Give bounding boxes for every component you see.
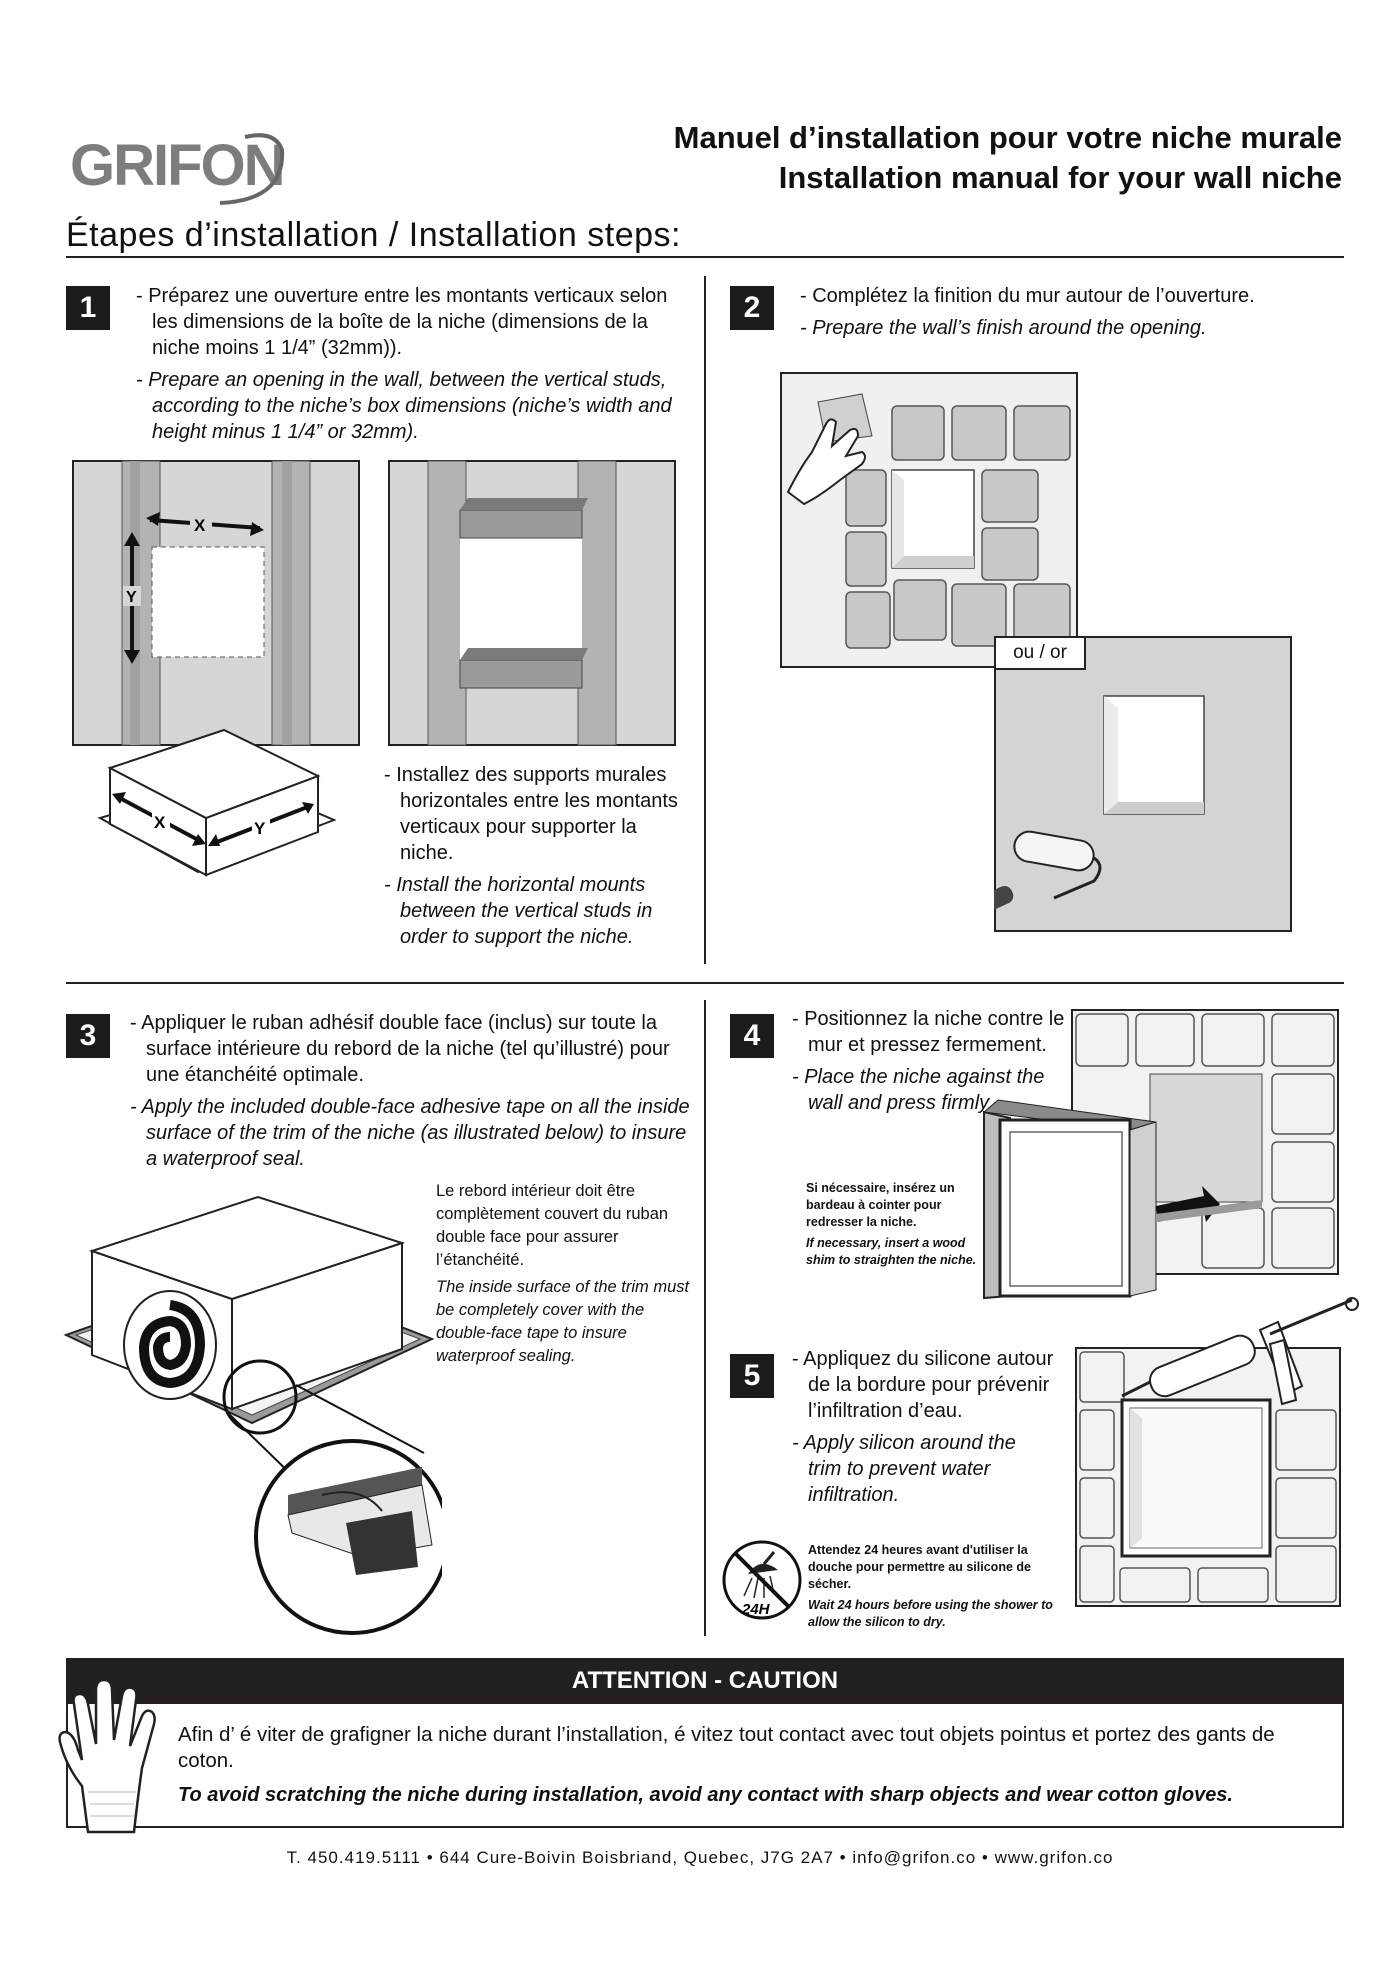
step-5-text: - Appliquez du silicone autour de la bor… bbox=[792, 1346, 1054, 1514]
step-1-fr: - Préparez une ouverture entre les monta… bbox=[136, 285, 668, 359]
title-fr: Manuel d’installation pour votre niche m… bbox=[673, 120, 1342, 155]
step-3-fr: - Appliquer le ruban adhésif double face… bbox=[130, 1012, 670, 1086]
step-1-mounts-illustration bbox=[388, 460, 676, 746]
step-5-note-fr: Attendez 24 heures avant d'utiliser la d… bbox=[808, 1543, 1031, 1591]
caution-box bbox=[66, 1704, 1344, 1828]
title-en: Installation manual for your wall niche bbox=[778, 160, 1342, 195]
step-4-note-fr: Si nécessaire, insérez un bardeau à coin… bbox=[806, 1181, 955, 1229]
step-5-silicone-illustration bbox=[1075, 1297, 1359, 1607]
caulk-gun-icon bbox=[1121, 1297, 1359, 1406]
step-1-mounts-fr: - Installez des supports murales horizon… bbox=[384, 764, 678, 864]
step-2-text: - Complétez la finition du mur autour de… bbox=[800, 283, 1340, 347]
step-2-en: - Prepare the wall’s finish around the o… bbox=[800, 317, 1207, 339]
no-shower-badge-text: 24H bbox=[741, 1601, 771, 1618]
step-3-text: - Appliquer le ruban adhésif double face… bbox=[130, 1010, 696, 1178]
hand-icon bbox=[786, 393, 873, 506]
step-1-opening-illustration: X Y bbox=[72, 460, 360, 746]
step-2-tile-illustration bbox=[780, 372, 1078, 668]
step-1-en: - Prepare an opening in the wall, betwee… bbox=[136, 369, 672, 443]
step-3-note: Le rebord intérieur doit être complèteme… bbox=[436, 1180, 698, 1368]
step-4-note: Si nécessaire, insérez un bardeau à coin… bbox=[806, 1180, 996, 1269]
step-3-note-en: The inside surface of the trim must be c… bbox=[436, 1278, 690, 1365]
logo-swoosh bbox=[219, 133, 285, 205]
brand-logo: GRIFON bbox=[70, 125, 300, 210]
paint-roller-icon bbox=[994, 830, 1102, 919]
step-1-dim-x-label: X bbox=[194, 516, 206, 535]
step-2-or-label: ou / or bbox=[994, 636, 1086, 670]
step-5-note-en: Wait 24 hours before using the shower to… bbox=[808, 1598, 1053, 1629]
step-1-box-dim-x: X bbox=[154, 813, 166, 832]
step-3-number: 3 bbox=[66, 1014, 110, 1058]
caution-fr: Afin d’ é viter de grafigner la niche du… bbox=[178, 1723, 1275, 1772]
step-5-note: Attendez 24 heures avant d'utiliser la d… bbox=[808, 1542, 1056, 1631]
step-5-number: 5 bbox=[730, 1354, 774, 1398]
section-title: Étapes d’installation / Installation ste… bbox=[66, 216, 681, 254]
step-4-fr: - Positionnez la niche contre le mur et … bbox=[792, 1008, 1065, 1056]
step-1-text: - Préparez une ouverture entre les monta… bbox=[136, 283, 696, 451]
no-shower-icon: 24H bbox=[722, 1540, 802, 1620]
column-divider-top bbox=[704, 276, 706, 964]
step-4-note-en: If necessary, insert a wood shim to stra… bbox=[806, 1236, 977, 1267]
row-divider bbox=[66, 982, 1344, 984]
column-divider-bottom bbox=[704, 1000, 706, 1636]
header-titles: Manuel d’installation pour votre niche m… bbox=[674, 118, 1342, 198]
step-2-number: 2 bbox=[730, 286, 774, 330]
tape-roll-icon bbox=[123, 1290, 217, 1400]
step-1-number: 1 bbox=[66, 286, 110, 330]
step-2-fr: - Complétez la finition du mur autour de… bbox=[800, 285, 1255, 307]
step-1-mounts-text: - Installez des supports murales horizon… bbox=[384, 762, 694, 956]
step-5-fr: - Appliquez du silicone autour de la bor… bbox=[792, 1348, 1054, 1422]
step-4-en: - Place the niche against the wall and p… bbox=[792, 1066, 1045, 1114]
footer-contact: T. 450.419.5111 • 644 Cure-Boivin Boisbr… bbox=[286, 1848, 1114, 1867]
step-4-number: 4 bbox=[730, 1014, 774, 1058]
step-3-note-fr: Le rebord intérieur doit être complèteme… bbox=[436, 1182, 669, 1269]
step-1-dim-y-label: Y bbox=[126, 589, 137, 606]
step-1-niche-box-illustration: X Y bbox=[97, 728, 336, 877]
header-divider bbox=[66, 256, 1344, 258]
step-4-niche-illustration bbox=[982, 1009, 1339, 1300]
step-3-tape-illustration bbox=[63, 1195, 442, 1635]
caution-en: To avoid scratching the niche during ins… bbox=[178, 1784, 1233, 1806]
brand-logo-text: GRIFON bbox=[70, 133, 284, 198]
step-4-text: - Positionnez la niche contre le mur et … bbox=[792, 1006, 1072, 1122]
step-1-mounts-en: - Install the horizontal mounts between … bbox=[384, 874, 653, 948]
caution-title: ATTENTION - CAUTION bbox=[66, 1658, 1344, 1704]
glove-icon bbox=[58, 1678, 156, 1834]
step-3-en: - Apply the included double-face adhesiv… bbox=[130, 1096, 690, 1170]
step-1-box-dim-y: Y bbox=[254, 819, 266, 838]
step-5-en: - Apply silicon around the trim to preve… bbox=[792, 1432, 1016, 1506]
step-2-paint-illustration bbox=[994, 636, 1292, 932]
